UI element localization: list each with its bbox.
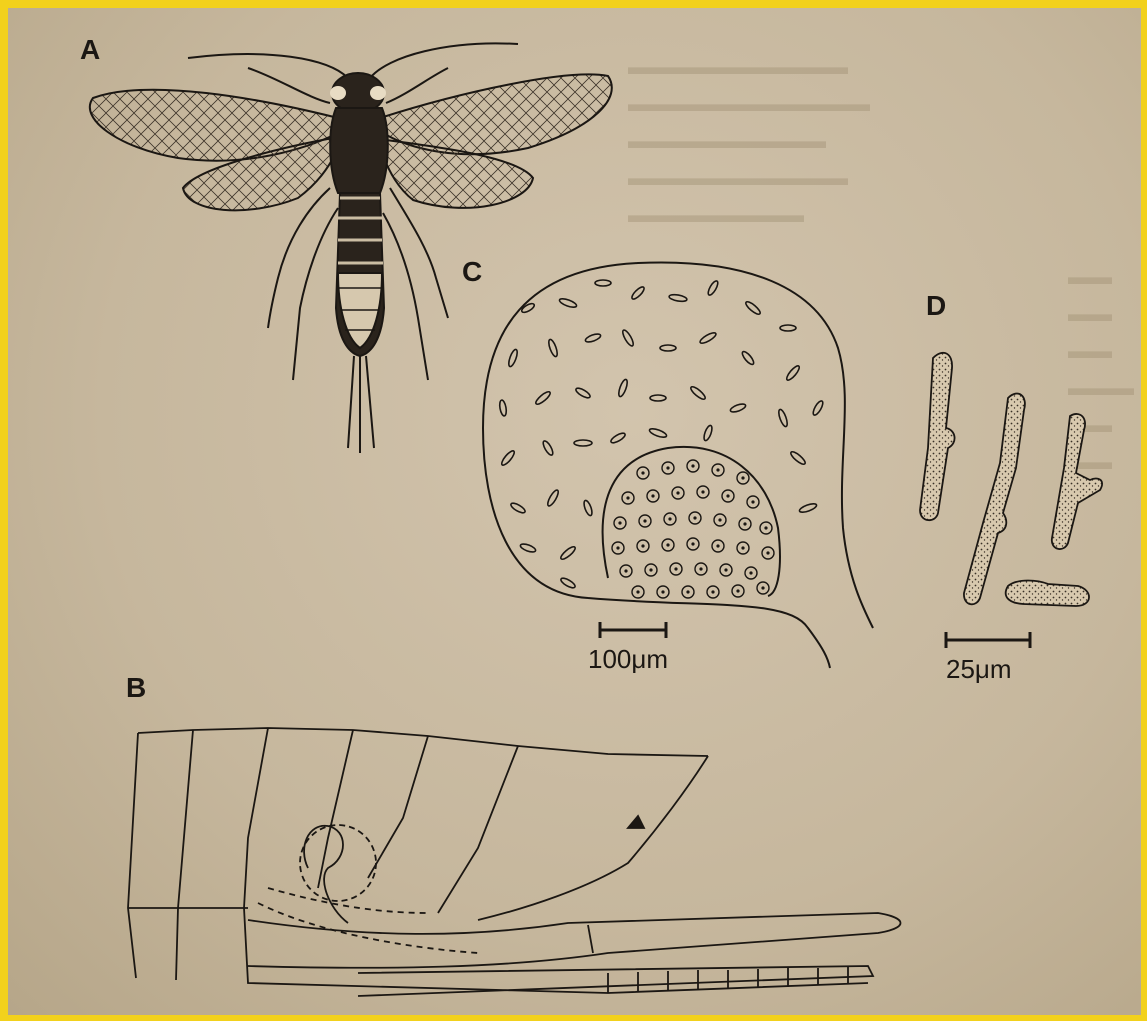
panel-label-d: D: [926, 290, 946, 322]
hypha-4: [1006, 581, 1089, 607]
figure-page: ▬▬▬▬▬▬▬▬▬▬ ▬▬▬▬▬▬▬▬▬▬▬ ▬▬▬▬▬▬▬▬▬ ▬▬▬▬▬▬▬…: [8, 8, 1141, 1015]
scale-label-c: 100μm: [588, 644, 668, 675]
panel-label-b: B: [126, 672, 146, 704]
insect-antenna-right: [370, 43, 518, 78]
panel-label-a: A: [80, 34, 100, 66]
abdomen-drawing: [128, 728, 901, 996]
scale-bar-d: [946, 632, 1030, 648]
scale-bar-c: [600, 622, 666, 638]
scientific-figure: [8, 8, 1141, 1015]
insect-left-wings: [90, 90, 338, 211]
insect-antenna-left: [188, 54, 348, 78]
mycangium-gland-cells: [612, 460, 774, 598]
insect-right-wings: [380, 74, 612, 207]
hypha-2: [964, 394, 1025, 605]
mycangium-drawing: [483, 262, 873, 668]
hyphae-drawing: [920, 353, 1102, 648]
insect-drawing: [90, 43, 612, 453]
hypha-1: [920, 353, 955, 520]
panel-label-c: C: [462, 256, 482, 288]
hypha-3: [1052, 414, 1102, 549]
scale-label-d: 25μm: [946, 654, 1012, 685]
